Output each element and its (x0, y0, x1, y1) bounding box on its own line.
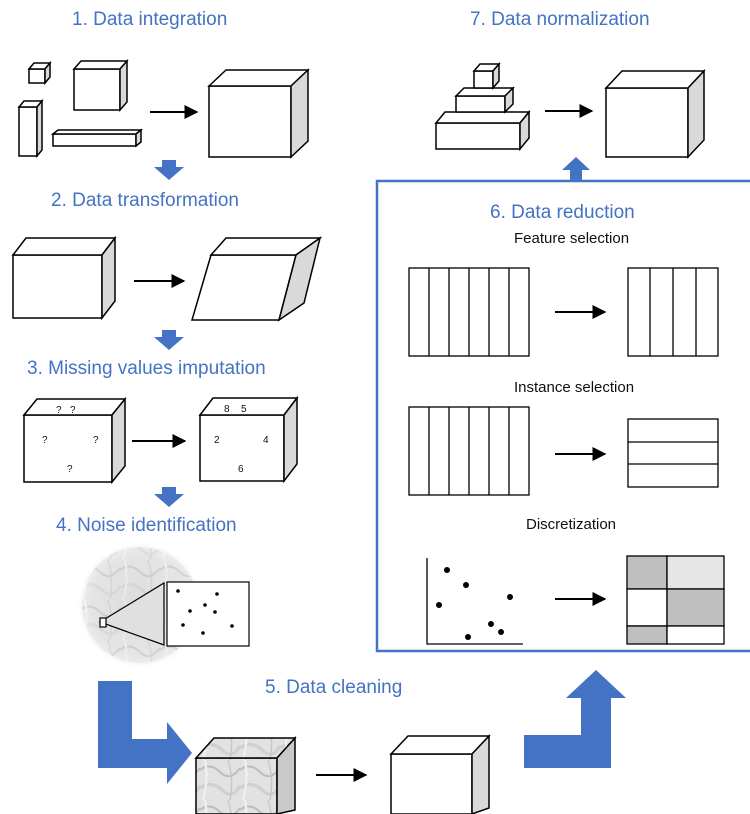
discretization-label: Discretization (526, 516, 617, 533)
scatter-axes (426, 558, 523, 645)
transformation-graphic (11, 235, 323, 322)
step-6-label: 6. Data reduction (490, 202, 635, 223)
noisy-cube-icon (194, 736, 297, 814)
stacked-blocks-icon (434, 61, 531, 152)
down-arrow-icon (154, 487, 184, 507)
up-arrow-icon (562, 157, 590, 181)
cleaning-graphic (194, 734, 491, 814)
integrated-cube-icon (207, 68, 310, 159)
down-arrow-icon (154, 330, 184, 350)
small-cube-icon (27, 60, 52, 86)
cube-imputed-icon (198, 395, 299, 484)
step-1-label: 1. Data integration (72, 9, 228, 30)
instance-selection-graphic (408, 406, 719, 496)
step-3-label: 3. Missing values imputation (27, 358, 266, 379)
noise-points (176, 589, 234, 635)
step-7-label: 7. Data normalization (470, 9, 650, 30)
missing-mark: ? (42, 435, 48, 446)
step-4-label: 4. Noise identification (56, 515, 237, 536)
clean-cube-icon (389, 734, 491, 814)
missing-marks: ? ? ? ? ? 8 5 2 4 6 (42, 404, 269, 475)
instance-selection-label: Instance selection (514, 379, 635, 396)
missing-mark: ? (56, 405, 62, 416)
cube-before-icon (11, 235, 117, 321)
missing-mark: ? (67, 464, 73, 475)
bend-arrow-down-right-icon (98, 681, 192, 784)
missing-mark: ? (70, 405, 76, 416)
cube-missing-icon (22, 396, 127, 485)
tall-block-icon (17, 98, 44, 159)
feature-selection-graphic (408, 267, 719, 357)
flat-bar-icon (50, 128, 144, 148)
skewed-cube-icon (190, 236, 323, 322)
feature-selection-label: Feature selection (514, 230, 630, 247)
scatter-points (436, 567, 513, 640)
imputed-value: 8 (224, 404, 230, 415)
imputed-value: 5 (241, 404, 247, 415)
reduction-panel-frame (375, 179, 750, 653)
step-2-label: 2. Data transformation (51, 190, 239, 211)
integration-graphic (17, 59, 310, 159)
normalized-cube-icon (604, 69, 706, 159)
imputed-value: 4 (263, 435, 269, 446)
imputed-value: 6 (238, 464, 244, 475)
imputation-graphic (22, 395, 299, 485)
missing-mark: ? (93, 435, 99, 446)
normalization-graphic (434, 61, 706, 159)
zoom-box-icon (166, 581, 250, 647)
noise-graphic (78, 543, 250, 667)
bend-arrow-right-up-icon (524, 670, 626, 768)
down-arrow-icon (154, 160, 184, 180)
imputed-value: 2 (214, 435, 220, 446)
discretization-graphic (426, 555, 725, 645)
step-5-label: 5. Data cleaning (265, 677, 403, 698)
medium-cube-icon (72, 59, 129, 112)
discretized-grid (626, 555, 725, 645)
